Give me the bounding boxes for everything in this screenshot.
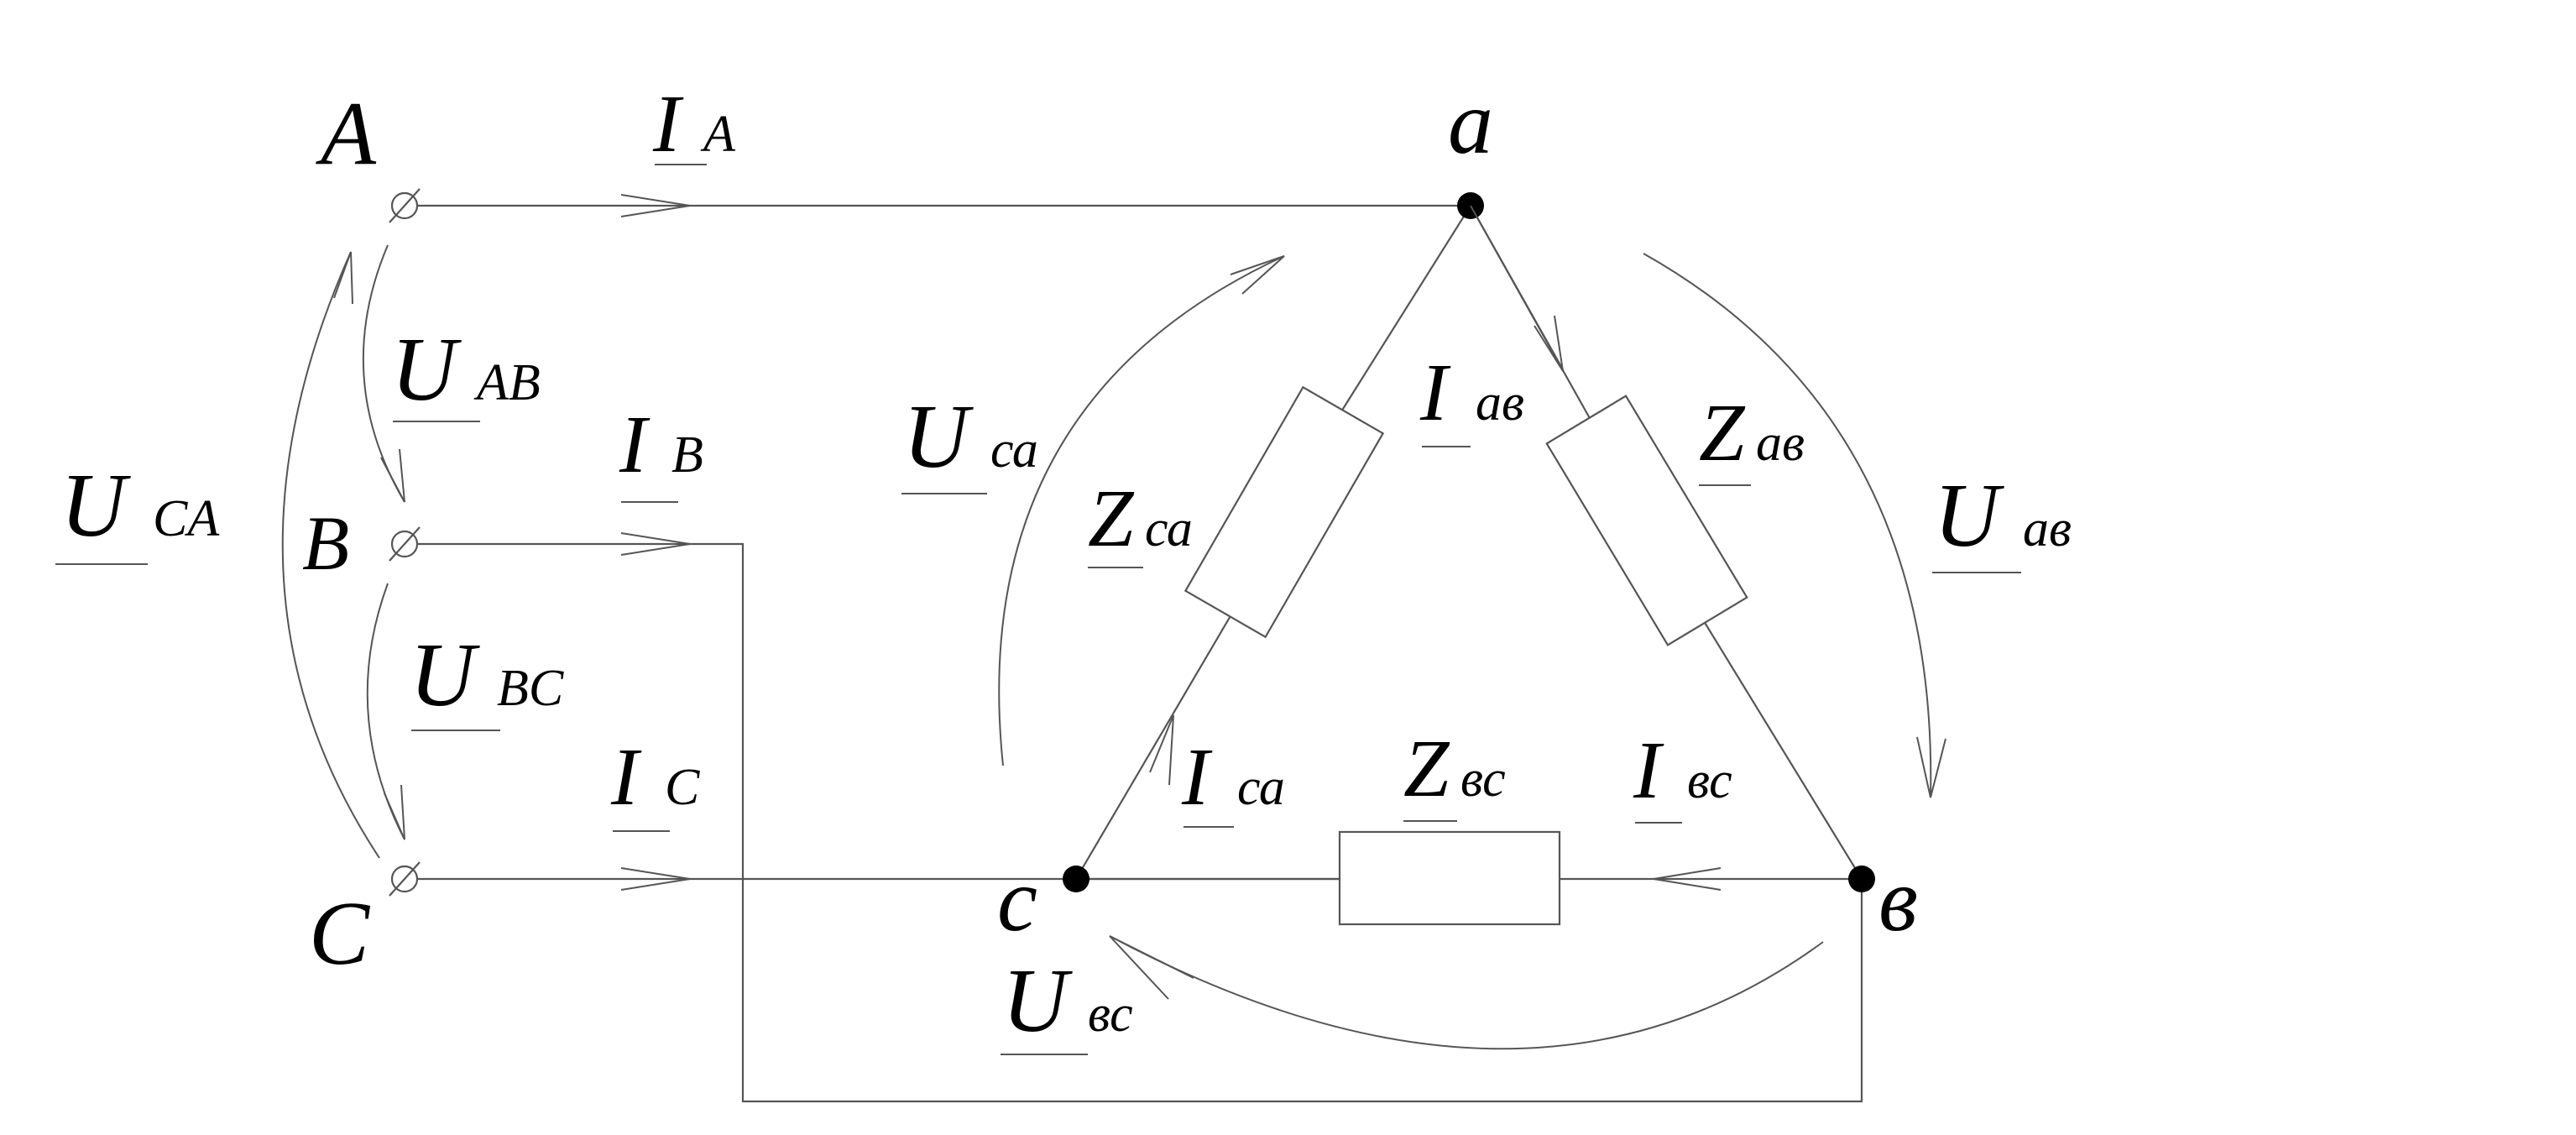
arrow-ic [620,867,691,891]
arc-uca [281,251,380,859]
impedance-zbc [1338,830,1561,926]
label-ubc-main: U [410,625,480,725]
label-zca-main: Z [1088,473,1135,564]
label-ica-main: I [1181,732,1213,823]
label-uab-sub: AB [473,354,541,411]
current-arrows [620,194,1722,891]
arc-ubc-phase [1109,935,1824,1050]
arc-uab-phase [1643,253,1932,798]
label-ubc-phase-sub: вс [1088,986,1133,1043]
label-uab-main: U [391,320,462,420]
wires [418,204,1863,1103]
terminal-b-symbol [389,526,421,562]
arc-ubc [366,583,405,840]
label-ica-sub: са [1237,759,1285,816]
phase-voltage-labels: U ав U вс U са [901,387,2072,1055]
label-zab-sub: ав [1756,415,1805,472]
label-iab: I ав [1419,348,1524,447]
label-ic-main: I [610,732,642,823]
label-ubc: U BC [410,625,564,731]
terminal-c-symbol [389,861,421,897]
label-ia-main: I [652,79,684,170]
arc-ubc-phase-head [1109,935,1194,1000]
impedances [1183,385,1748,926]
impedance-zab [1545,395,1748,646]
node-b-label: в [1878,850,1918,950]
terminal-a-symbol [389,188,421,223]
label-ubc-phase-main: U [1002,951,1073,1051]
wire-zab-to-b [1703,620,1863,880]
label-ibc-main: I [1633,725,1664,816]
node-b-dot [1848,866,1875,892]
voltage-arcs [281,244,1946,1050]
label-zca-sub: са [1145,500,1193,557]
arc-ubc-head [384,784,405,840]
label-uca-phase-main: U [903,387,974,487]
label-uca-phase-sub: са [990,421,1038,479]
label-zca: Z са [1088,473,1193,568]
label-uca-phase: U са [901,387,1038,494]
label-ib: I B [619,400,703,503]
node-a-label: a [1448,73,1493,173]
line-current-labels: I A I B I C [610,79,736,832]
label-zab-main: Z [1699,388,1746,479]
label-ib-main: I [619,400,651,490]
terminal-b-label: B [302,500,349,586]
label-iab-main: I [1419,348,1451,438]
arc-uab-phase-head [1916,736,1946,798]
label-uab-phase-sub: ав [2023,500,2072,557]
arc-uca-phase [998,255,1285,766]
label-ib-sub: B [671,426,703,484]
label-uab-phase: U ав [1932,466,2072,573]
label-uab: U AB [391,320,541,422]
letter-labels: A B C a в c [302,73,1918,984]
arrow-ibc [1653,867,1722,891]
arrow-iab [1534,315,1564,372]
arc-uca-phase-head [1230,255,1285,295]
terminal-a-label: A [316,84,377,184]
arrow-ia [620,194,691,217]
label-zab: Z ав [1699,388,1805,486]
wire-zca-to-c [1075,614,1232,880]
label-ic-sub: C [665,759,700,816]
arc-uca-head [333,251,353,305]
terminals [389,188,421,897]
arrow-iab-shaft [1470,205,1564,370]
node-c-dot [1063,866,1089,892]
label-uca-main: U [60,456,131,556]
label-zbc-sub: вс [1460,751,1506,808]
impedance-labels: Z ав Z вс Z са [1088,388,1805,822]
label-uca-sub: CA [153,490,220,547]
label-ia: I A [652,79,736,170]
arrow-ib [620,532,691,556]
node-c-label: c [997,850,1037,950]
label-zbc: Z вс [1403,724,1506,822]
label-zbc-main: Z [1403,724,1450,814]
label-ubc-sub: BC [497,660,564,717]
label-ic: I C [610,732,700,832]
arrow-ica [1149,714,1174,786]
wire-a-to-zca [1338,205,1471,416]
phase-current-labels: I ав I вс I са [1181,348,1732,828]
label-ibc-sub: вс [1687,752,1732,809]
line-voltage-labels: U AB U BC U CA [55,320,564,731]
impedance-zca [1183,385,1385,639]
arc-uab-head [380,448,405,503]
line-wire-b [418,542,1863,1103]
label-iab-sub: ав [1476,374,1524,432]
label-uab-phase-main: U [1934,466,2004,566]
label-uca: U CA [55,456,220,565]
label-ica: I са [1181,732,1285,828]
label-ibc: I вс [1633,725,1732,824]
terminal-c-label: C [309,884,371,984]
label-ia-sub: A [700,106,736,163]
label-ubc-phase: U вс [1001,951,1133,1055]
